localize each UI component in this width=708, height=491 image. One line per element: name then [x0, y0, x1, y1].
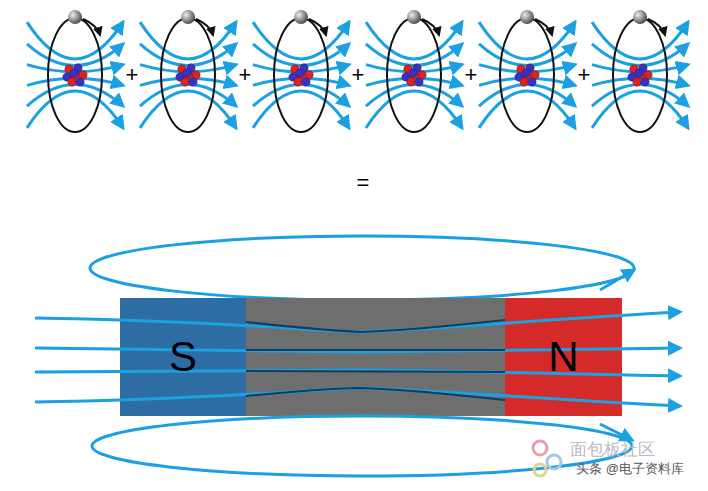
field-line	[27, 84, 123, 106]
electron	[294, 10, 308, 24]
nucleon	[520, 78, 528, 86]
nucleon	[189, 78, 197, 86]
field-loop	[92, 416, 632, 476]
plus-sign: +	[239, 62, 252, 88]
field-loop	[90, 236, 634, 300]
field-line	[253, 91, 349, 128]
watermark-logo	[533, 441, 561, 476]
nucleon	[68, 78, 76, 86]
electron	[68, 10, 82, 24]
nucleon	[415, 78, 423, 86]
atom	[479, 10, 575, 132]
field-line	[140, 84, 236, 106]
magnet-pole: S	[120, 298, 246, 416]
nucleon	[76, 78, 84, 86]
field-line	[140, 78, 236, 85]
nucleon	[409, 69, 417, 77]
field-line	[592, 91, 688, 128]
electron	[407, 10, 421, 24]
nucleon	[641, 78, 649, 86]
field-line	[592, 44, 688, 66]
plus-sign: +	[126, 62, 139, 88]
nucleon	[70, 69, 78, 77]
orbit-arrow	[309, 19, 326, 35]
field-line	[592, 78, 688, 85]
orbit-arrow	[648, 19, 665, 35]
electron	[633, 10, 647, 24]
magnet-pole: N	[505, 298, 622, 416]
field-line	[366, 84, 462, 106]
field-arrow	[600, 424, 632, 440]
magnet-body	[246, 298, 505, 416]
field-line	[366, 91, 462, 128]
atom	[592, 10, 688, 132]
atom-group	[27, 10, 688, 132]
atom	[253, 10, 349, 132]
field-line	[479, 44, 575, 66]
nucleon	[522, 69, 530, 77]
nucleon	[635, 69, 643, 77]
field-line	[479, 91, 575, 128]
field-line	[253, 84, 349, 106]
plus-sign: +	[465, 62, 478, 88]
pole-letter: S	[169, 333, 197, 381]
field-line	[27, 91, 123, 128]
atom	[366, 10, 462, 132]
plus-sign: +	[352, 62, 365, 88]
orbit	[613, 18, 667, 132]
nucleon	[633, 78, 641, 86]
field-lines	[35, 312, 680, 406]
pole-letter: N	[548, 333, 578, 381]
electron	[181, 10, 195, 24]
atom	[140, 10, 236, 132]
field-arrow	[600, 270, 634, 290]
equals-sign: =	[357, 170, 370, 196]
nucleon	[296, 69, 304, 77]
watermark: 面包板社区	[570, 438, 655, 461]
field-line	[27, 44, 123, 66]
nucleon	[181, 78, 189, 86]
field-line	[253, 44, 349, 66]
field-line	[140, 44, 236, 66]
nucleon	[302, 78, 310, 86]
atom	[27, 10, 123, 132]
watermark: 头条 @电子资料库	[576, 460, 684, 478]
electron	[520, 10, 534, 24]
orbit	[48, 18, 102, 132]
nucleon	[183, 69, 191, 77]
nucleon	[528, 78, 536, 86]
field-line	[479, 84, 575, 106]
orbit-arrow	[83, 19, 100, 35]
nucleon	[407, 78, 415, 86]
field-line	[27, 78, 123, 85]
field-line	[140, 91, 236, 128]
orbit-arrow	[535, 19, 552, 35]
field-line	[366, 44, 462, 66]
orbit-arrow	[196, 19, 213, 35]
orbit-arrow	[422, 19, 439, 35]
orbit	[387, 18, 441, 132]
orbit	[500, 18, 554, 132]
field-line	[479, 78, 575, 85]
nucleon	[294, 78, 302, 86]
field-line	[592, 84, 688, 106]
field-line	[253, 78, 349, 85]
field-line	[366, 78, 462, 85]
orbit	[274, 18, 328, 132]
orbit	[161, 18, 215, 132]
plus-sign: +	[578, 62, 591, 88]
